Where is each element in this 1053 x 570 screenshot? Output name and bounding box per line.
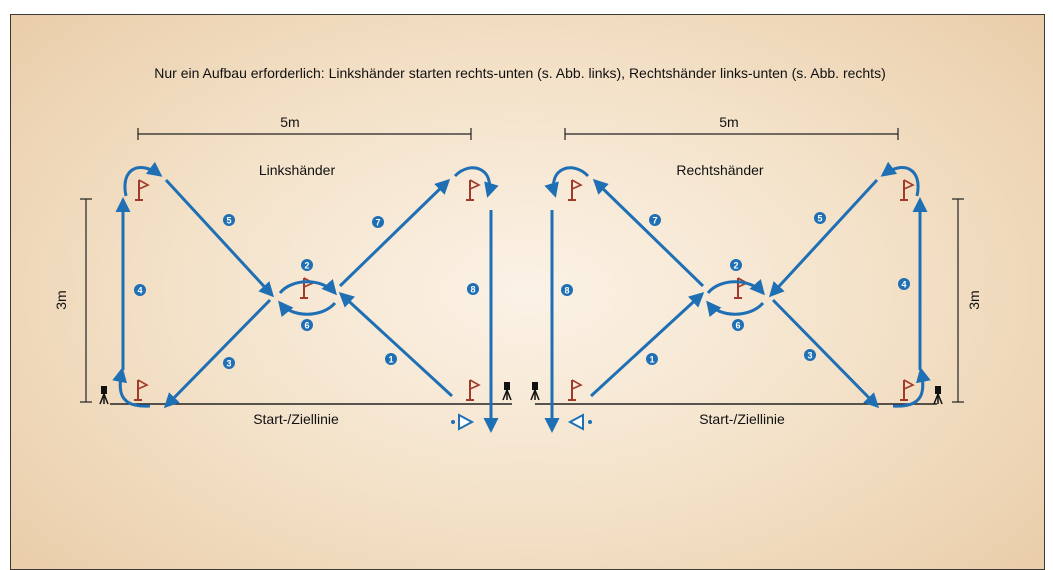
- arrow-icon: [338, 291, 454, 398]
- left-diagram: 5m Linkshänder 3m Start-/Ziellinie: [53, 114, 512, 433]
- flag-icon: [899, 379, 914, 401]
- left-height-label: 3m: [53, 290, 69, 309]
- flag-icon: [567, 379, 582, 401]
- arrow-icon: [453, 166, 499, 198]
- left-start-line-label: Start-/Ziellinie: [253, 411, 339, 427]
- right-width-label: 5m: [719, 114, 738, 130]
- arrow-icon: [706, 300, 765, 318]
- step-badge: 5: [223, 214, 235, 226]
- step-badge: 3: [223, 357, 235, 369]
- step-badge: 4: [898, 278, 910, 290]
- right-title: Rechtshänder: [676, 162, 764, 178]
- camera-icon: [502, 381, 512, 401]
- svg-text:3: 3: [226, 359, 231, 369]
- arrow-icon: [892, 367, 931, 408]
- header-text: Nur ein Aufbau erforderlich: Linkshänder…: [154, 65, 885, 81]
- arrow-icon: [589, 291, 705, 398]
- right-diagram: 5m Rechtshänder 3m Start-/Ziellinie: [530, 114, 982, 433]
- camera-icon: [530, 381, 540, 401]
- left-height-dimension: [80, 198, 92, 403]
- arrow-icon: [771, 298, 880, 409]
- arrow-icon: [164, 178, 275, 298]
- svg-text:5: 5: [817, 214, 822, 224]
- diagram-panel: [10, 14, 1045, 570]
- flag-icon: [133, 379, 148, 401]
- step-badge: 6: [732, 319, 744, 331]
- svg-text:7: 7: [375, 218, 380, 228]
- right-width-dimension: [564, 128, 899, 140]
- svg-text:1: 1: [388, 355, 393, 365]
- left-title: Linkshänder: [259, 162, 336, 178]
- arrow-icon: [592, 178, 705, 288]
- flag-icon: [134, 179, 149, 201]
- step-badge: 2: [301, 259, 313, 271]
- svg-text:3: 3: [807, 351, 812, 361]
- flag-icon: [465, 179, 480, 201]
- svg-text:4: 4: [901, 280, 906, 290]
- right-start-line-label: Start-/Ziellinie: [699, 411, 785, 427]
- svg-text:7: 7: [652, 216, 657, 226]
- svg-text:1: 1: [649, 355, 654, 365]
- svg-text:5: 5: [226, 216, 231, 226]
- step-badge: 2: [730, 259, 742, 271]
- camera-icon: [99, 385, 109, 405]
- arrow-icon: [112, 367, 151, 408]
- step-badge: 7: [649, 214, 661, 226]
- start-cone-icon: [567, 413, 592, 431]
- step-badge: 1: [646, 353, 658, 365]
- left-width-dimension: [137, 128, 472, 140]
- right-height-dimension: [952, 198, 964, 403]
- flag-icon: [899, 179, 914, 201]
- start-cone-icon: [451, 413, 475, 431]
- svg-text:2: 2: [304, 261, 309, 271]
- step-badge: 8: [467, 283, 479, 295]
- svg-text:8: 8: [564, 286, 569, 296]
- right-height-label: 3m: [966, 290, 982, 309]
- arrow-icon: [278, 279, 337, 296]
- svg-text:6: 6: [304, 321, 309, 331]
- step-badge: 3: [804, 349, 816, 361]
- arrow-icon: [706, 279, 765, 296]
- step-badge: 7: [372, 216, 384, 228]
- svg-text:4: 4: [137, 286, 142, 296]
- step-badge: 8: [561, 284, 573, 296]
- arrow-icon: [338, 178, 451, 288]
- arrow-icon: [544, 166, 590, 198]
- step-badge: 1: [385, 353, 397, 365]
- step-badge: 6: [301, 319, 313, 331]
- arrow-icon: [123, 161, 163, 197]
- svg-text:6: 6: [735, 321, 740, 331]
- flag-icon: [567, 179, 582, 201]
- step-badge: 5: [814, 212, 826, 224]
- flag-icon: [465, 379, 480, 401]
- svg-text:2: 2: [733, 261, 738, 271]
- svg-text:8: 8: [470, 285, 475, 295]
- arrow-icon: [768, 178, 879, 298]
- camera-icon: [933, 385, 943, 405]
- step-badge: 4: [134, 284, 146, 296]
- arrow-icon: [163, 298, 272, 409]
- arrow-icon: [278, 300, 337, 318]
- left-width-label: 5m: [280, 114, 299, 130]
- arrow-icon: [880, 161, 920, 197]
